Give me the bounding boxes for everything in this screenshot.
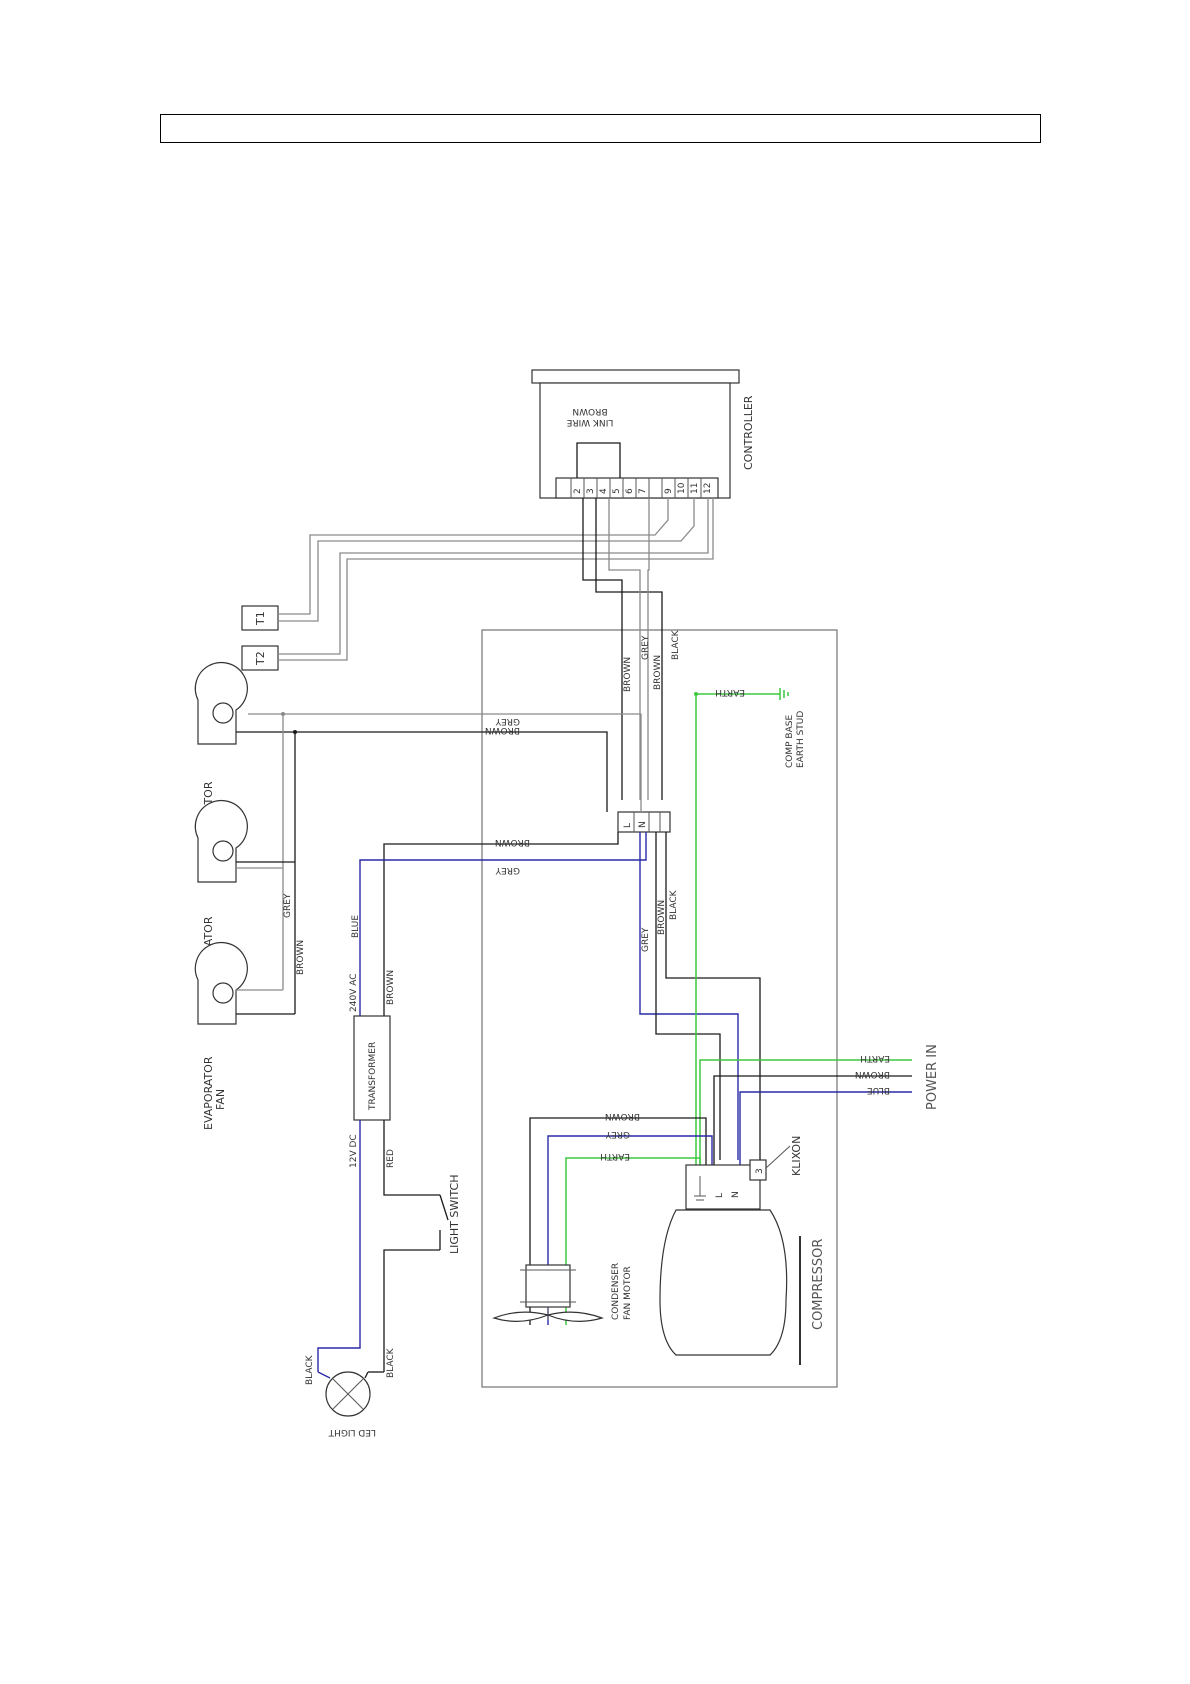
controller-terminal: 6 (625, 488, 635, 494)
controller-terminal: 11 (690, 483, 700, 494)
klixon-terminal: 3 (755, 1168, 765, 1174)
svg-text:T2: T2 (254, 651, 267, 666)
svg-text:TRANSFORMER: TRANSFORMER (368, 1042, 378, 1111)
controller-terminal: 5 (612, 488, 622, 494)
svg-text:BROWN: BROWN (657, 900, 667, 935)
controller-terminal: 4 (599, 488, 609, 494)
sensor-t1: T1 (241, 605, 279, 631)
condenser-fan-motor: CONDENSER FAN MOTOR (492, 1263, 633, 1322)
svg-text:N: N (731, 1191, 741, 1198)
evaporator-fan-3: EVAPORATOR FAN (194, 941, 248, 1130)
sensor-leads (278, 498, 714, 661)
svg-text:EARTH: EARTH (600, 1151, 630, 1161)
svg-text:FAN MOTOR: FAN MOTOR (623, 1266, 633, 1320)
compressor-label: COMPRESSOR (811, 1239, 826, 1330)
svg-text:EARTH STUD: EARTH STUD (796, 711, 806, 768)
svg-text:BROWN: BROWN (605, 1111, 640, 1121)
controller-terminal: 12 (703, 483, 713, 494)
svg-text:GREY: GREY (605, 1129, 630, 1139)
svg-text:L: L (715, 1193, 725, 1198)
controller-label: CONTROLLER (742, 395, 755, 470)
terminal-block: L N (617, 811, 671, 833)
header-box (160, 114, 1041, 143)
svg-text:240V AC: 240V AC (349, 974, 359, 1012)
controller-terminal: 2 (573, 488, 583, 494)
svg-text:BROWN: BROWN (386, 970, 396, 1005)
svg-text:FAN: FAN (214, 1089, 227, 1110)
transformer (353, 1015, 391, 1121)
terminal-l: L (623, 823, 633, 828)
svg-text:EARTH: EARTH (860, 1053, 890, 1063)
svg-text:GREY: GREY (641, 635, 651, 660)
svg-text:GREY: GREY (495, 716, 520, 726)
controller-terminal: 3 (586, 488, 596, 494)
svg-text:GREY: GREY (641, 927, 651, 952)
power-in-label: POWER IN (925, 1044, 940, 1110)
controller-terminal: 7 (638, 488, 648, 494)
svg-text:BROWN: BROWN (653, 655, 663, 690)
svg-text:COMP BASE: COMP BASE (785, 715, 795, 768)
compressor-wiring: GREY BROWN BLACK EARTH BROWN BLUE POWER … (529, 694, 940, 1325)
fan-wiring: GREY BROWN GREY BROWN (236, 712, 642, 1015)
svg-text:BROWN: BROWN (296, 940, 306, 975)
svg-text:GREY: GREY (283, 893, 293, 918)
transformer-circuit: BROWN GREY BLUE BROWN 240V AC TRANSFORME… (305, 832, 647, 1437)
controller-terminal: 10 (677, 482, 687, 494)
link-wire-color-label: BROWN (572, 406, 607, 416)
led-light-label: LED LIGHT (328, 1427, 376, 1437)
compressor: COMPRESSOR (659, 1209, 826, 1365)
svg-text:BROWN: BROWN (623, 657, 633, 692)
svg-text:EARTH: EARTH (715, 687, 745, 697)
svg-text:BLACK: BLACK (669, 889, 679, 920)
svg-text:BLACK: BLACK (305, 1354, 315, 1385)
svg-text:BROWN: BROWN (855, 1069, 890, 1079)
svg-text:BROWN: BROWN (495, 837, 530, 847)
svg-text:BLUE: BLUE (867, 1085, 890, 1095)
svg-text:RED: RED (386, 1149, 396, 1168)
svg-text:EVAPORATOR: EVAPORATOR (202, 1056, 215, 1130)
svg-text:12V DC: 12V DC (349, 1134, 359, 1168)
svg-text:BLACK: BLACK (671, 629, 681, 660)
compressor-terminals: L N 3 KLIXON (685, 1136, 803, 1210)
earth-stud: EARTH COMP BASE EARTH STUD (694, 687, 806, 768)
unit-panel (481, 629, 838, 1388)
svg-text:BLACK: BLACK (386, 1347, 396, 1378)
svg-text:T1: T1 (254, 611, 267, 626)
svg-text:GREY: GREY (495, 865, 520, 875)
light-switch-label: LIGHT SWITCH (448, 1174, 461, 1254)
controller-terminal: 9 (664, 488, 674, 494)
klixon-label: KLIXON (790, 1136, 803, 1176)
link-wire-label: LINK WIRE (566, 417, 613, 427)
svg-text:BROWN: BROWN (485, 725, 520, 735)
svg-text:BLUE: BLUE (351, 915, 361, 938)
sensor-t2: T2 (241, 645, 279, 671)
svg-text:CONDENSER: CONDENSER (611, 1263, 621, 1320)
terminal-n: N (638, 821, 648, 828)
controller-outputs: BROWN GREY BROWN BLACK (582, 498, 681, 800)
